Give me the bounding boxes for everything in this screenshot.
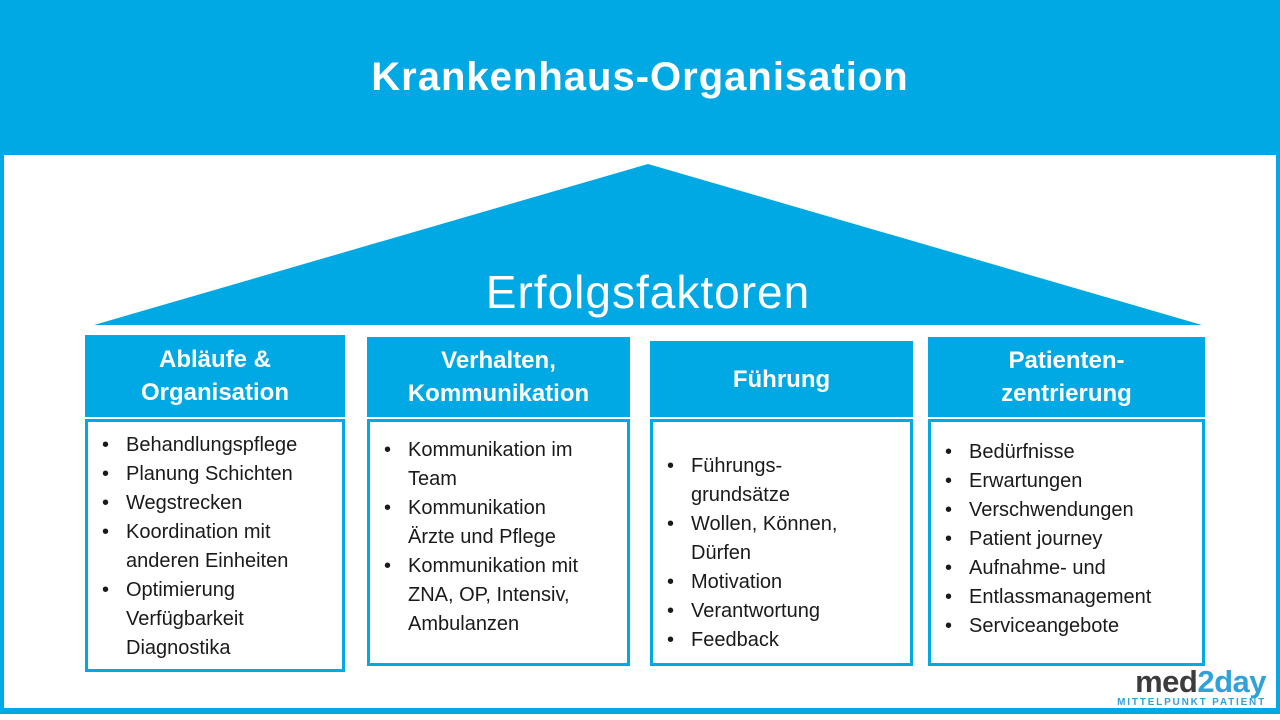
frame-border-left <box>0 155 4 714</box>
column-list: Behandlungspflege Planung Schichten Wegs… <box>85 419 345 672</box>
bullet-item: Serviceangebote <box>931 612 1196 641</box>
column-fuehrung: Führung Führungs- grundsätze Wollen, Kön… <box>650 341 913 666</box>
column-header: Abläufe & Organisation <box>85 335 345 417</box>
bullet-item: Aufnahme- und <box>931 554 1196 583</box>
success-factors-triangle: Erfolgsfaktoren <box>94 164 1202 325</box>
column-verhalten-kommunikation: Verhalten, Kommunikation Kommunikation i… <box>367 337 630 666</box>
column-header: Patienten- zentrierung <box>928 337 1205 417</box>
triangle-label: Erfolgsfaktoren <box>485 266 811 318</box>
slide-header: Krankenhaus-Organisation <box>0 0 1280 155</box>
bottom-accent-rule <box>0 708 1280 714</box>
column-list: Bedürfnisse Erwartungen Verschwendungen … <box>928 419 1205 666</box>
logo-2day-text: 2day <box>1197 664 1266 699</box>
column-patientenzentrierung: Patienten- zentrierung Bedürfnisse Erwar… <box>928 337 1205 666</box>
bullet-item: Entlassmanagement <box>931 583 1196 612</box>
bullet-item: Feedback <box>653 626 904 655</box>
logo-tagline: MITTELPUNKT PATIENT <box>1117 697 1266 708</box>
bullet-item: Koordination mit anderen Einheiten <box>88 518 336 576</box>
column-list: Kommunikation im Team Kommunikation Ärzt… <box>367 419 630 666</box>
bullet-item: Bedürfnisse <box>931 438 1196 467</box>
med2day-logo: med2day MITTELPUNKT PATIENT <box>1117 666 1266 708</box>
bullet-item: Wegstrecken <box>88 489 336 518</box>
bullet-item: Erwartungen <box>931 467 1196 496</box>
bullet-item: Behandlungspflege <box>88 431 336 460</box>
column-ablaeufe-organisation: Abläufe & Organisation Behandlungspflege… <box>85 335 345 672</box>
bullet-item: Motivation <box>653 568 904 597</box>
bullet-item: Kommunikation mit ZNA, OP, Intensiv, Amb… <box>370 552 621 639</box>
bullet-item: Optimierung Verfügbarkeit Diagnostika <box>88 576 336 663</box>
logo-wordmark: med2day <box>1117 666 1266 697</box>
bullet-item: Patient journey <box>931 525 1196 554</box>
bullet-item: Kommunikation im Team <box>370 436 621 494</box>
slide-title: Krankenhaus-Organisation <box>371 55 909 99</box>
bullet-item: Verschwendungen <box>931 496 1196 525</box>
frame-border-right <box>1276 155 1280 714</box>
column-header: Verhalten, Kommunikation <box>367 337 630 417</box>
logo-med-text: med <box>1135 664 1198 699</box>
column-header: Führung <box>650 341 913 417</box>
bullet-item: Planung Schichten <box>88 460 336 489</box>
bullet-item: Führungs- grundsätze <box>653 452 904 510</box>
bullet-item: Verantwortung <box>653 597 904 626</box>
column-list: Führungs- grundsätze Wollen, Können, Dür… <box>650 419 913 666</box>
bullet-item: Wollen, Können, Dürfen <box>653 510 904 568</box>
bullet-item: Kommunikation Ärzte und Pflege <box>370 494 621 552</box>
